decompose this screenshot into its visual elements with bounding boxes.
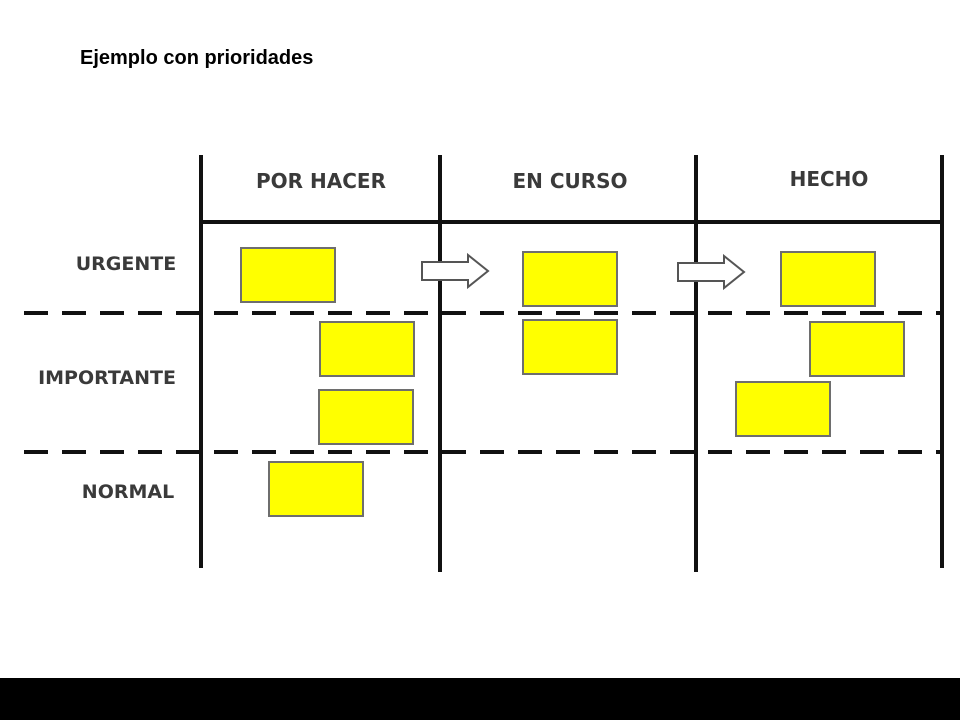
column-header-por-hacer: POR HACER <box>256 169 386 193</box>
sticky-note[interactable] <box>318 389 414 445</box>
page-title: Ejemplo con prioridades <box>80 47 314 69</box>
kanban-board: POR HACER EN CURSO HECHO URGENTE IMPORTA… <box>24 155 944 572</box>
sticky-note[interactable] <box>780 251 876 307</box>
column-header-hecho: HECHO <box>790 167 869 191</box>
bottom-bar <box>0 678 960 720</box>
row-separators <box>24 311 940 454</box>
sticky-note[interactable] <box>522 319 618 375</box>
sticky-note[interactable] <box>268 461 364 517</box>
arrow-right-icon <box>677 253 746 291</box>
column-header-en-curso: EN CURSO <box>512 169 627 193</box>
sticky-note[interactable] <box>240 247 336 303</box>
sticky-note[interactable] <box>809 321 905 377</box>
sticky-note[interactable] <box>522 251 618 307</box>
row-label-urgente: URGENTE <box>76 253 176 275</box>
row-label-normal: NORMAL <box>82 481 174 503</box>
arrow-right-icon <box>421 252 490 290</box>
sticky-note[interactable] <box>735 381 831 437</box>
sticky-note[interactable] <box>319 321 415 377</box>
row-label-importante: IMPORTANTE <box>38 367 176 389</box>
sticky-notes <box>240 247 905 517</box>
